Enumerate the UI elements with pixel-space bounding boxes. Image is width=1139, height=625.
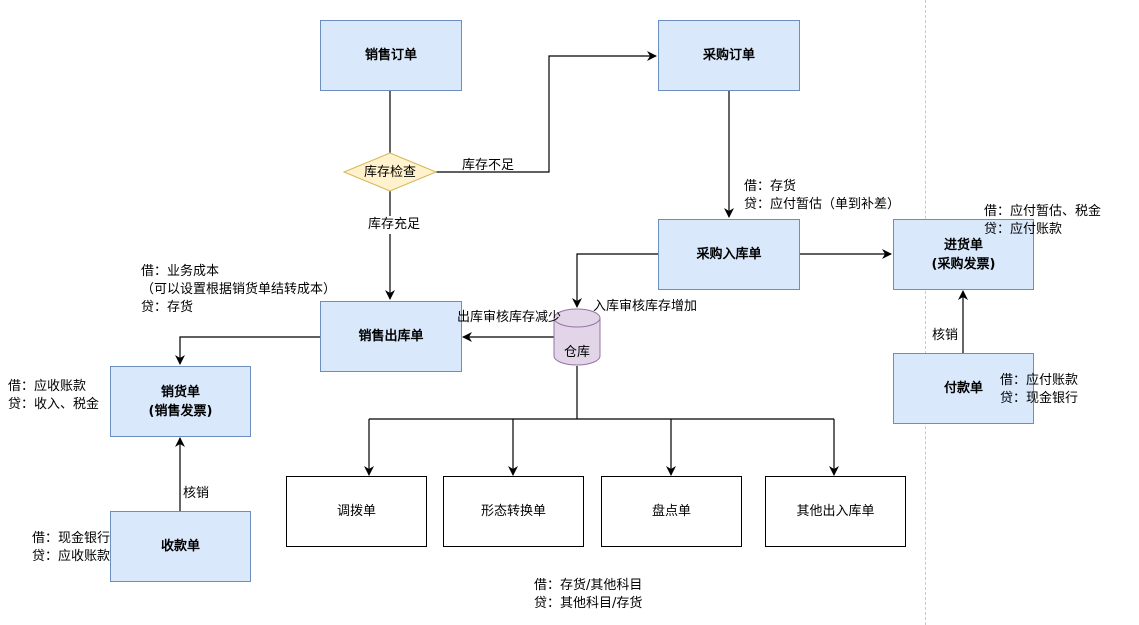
edge-inbound-to-warehouse	[572, 253, 658, 308]
sales-invoice-node[interactable]: 销货单 (销售发票)	[110, 366, 251, 437]
stock-check-label[interactable]: 库存检查	[363, 164, 416, 180]
purchase-inbound-node[interactable]: 采购入库单	[658, 219, 800, 290]
note-sales-invoice: 借：应收账款 贷：收入、税金	[8, 379, 100, 412]
edge-label-stock-short: 库存不足	[462, 158, 515, 173]
receipt-node[interactable]: 收款单	[110, 511, 251, 582]
page-divider	[925, 0, 926, 625]
warehouse-label[interactable]: 仓库	[563, 344, 590, 360]
edge-label-inbound-audit: 入库审核库存增加	[593, 299, 698, 314]
form-convert-node[interactable]: 形态转换单	[443, 476, 584, 547]
note-payment: 借：应付账款 贷：现金银行	[1000, 373, 1079, 406]
stock-check-diamond	[342, 152, 438, 192]
edge-label-writeoff-payment: 核销	[932, 327, 959, 345]
note-purchase-inbound: 借：存货 贷：应付暂估（单到补差）	[744, 179, 901, 212]
edge-label-outbound-audit: 出库审核库存减少	[457, 310, 562, 325]
edge-outbound-to-sales-invoice	[175, 336, 320, 365]
note-other: 借：存货/其他科目 贷：其他科目/存货	[534, 578, 643, 611]
edge-label-writeoff-receipt: 核销	[183, 485, 210, 503]
edge-check-to-purchase-order	[436, 51, 657, 173]
edge-label-stock-enough: 库存充足	[368, 216, 421, 234]
note-receipt: 借：现金银行 贷：应收账款	[32, 531, 111, 564]
warehouse-cylinder	[553, 308, 601, 366]
payment-node[interactable]: 付款单	[893, 353, 1034, 424]
note-purchase-invoice: 借：应付暂估、税金 贷：应付账款	[984, 204, 1102, 237]
sales-order-node[interactable]: 销售订单	[320, 20, 462, 91]
purchase-invoice-node[interactable]: 进货单 (采购发票)	[893, 219, 1034, 290]
sales-outbound-node[interactable]: 销售出库单	[320, 301, 462, 372]
purchase-order-node[interactable]: 采购订单	[658, 20, 800, 91]
transfer-node[interactable]: 调拨单	[286, 476, 427, 547]
note-sales-outbound: 借：业务成本 （可以设置根据销货单结转成本） 贷：存货	[141, 264, 337, 315]
stocktake-node[interactable]: 盘点单	[601, 476, 742, 547]
other-io-node[interactable]: 其他出入库单	[765, 476, 906, 547]
